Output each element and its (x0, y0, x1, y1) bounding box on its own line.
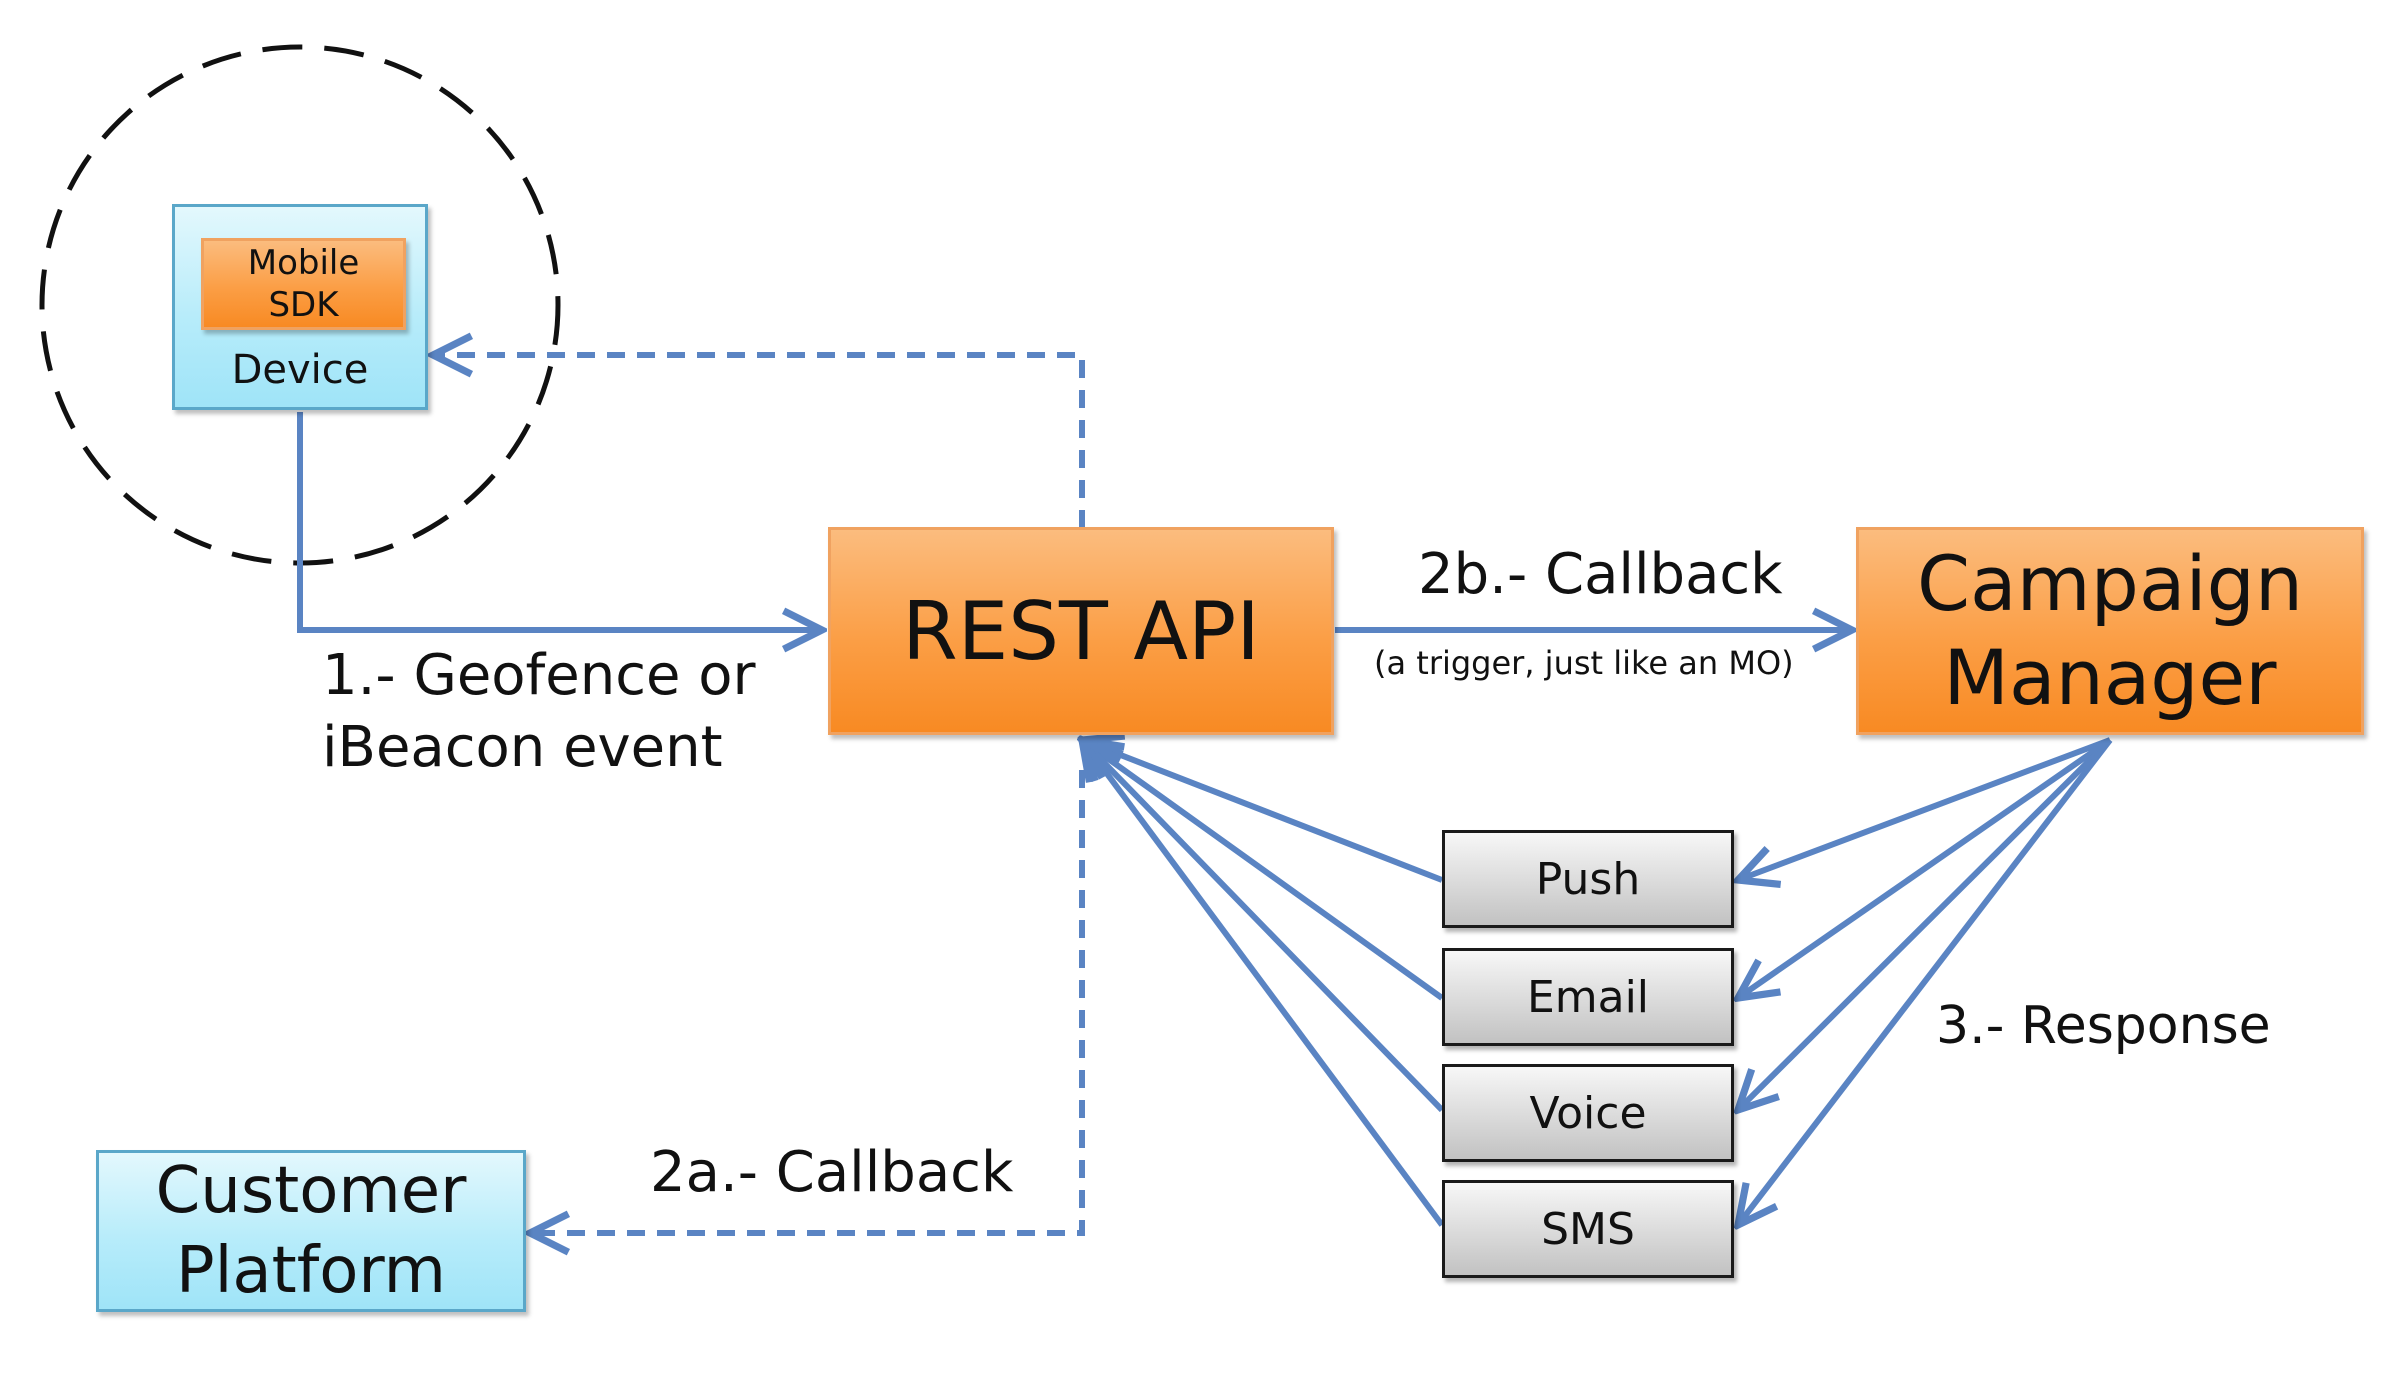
edge-campaign-to-voice (1738, 737, 2113, 1110)
edge-sms-to-rest-api (1082, 740, 1445, 1227)
campaign-manager-node: Campaign Manager (1856, 527, 2364, 735)
channel-push-node: Push (1442, 830, 1734, 928)
edge-campaign-to-push (1738, 737, 2112, 880)
edge-campaign-to-sms (1738, 738, 2113, 1225)
channel-sms-label: SMS (1541, 1203, 1635, 1255)
rest-api-label: REST API (902, 584, 1260, 678)
step1-label: 1.- Geofence or iBeacon event (322, 643, 756, 780)
device-label: Device (231, 347, 369, 393)
step2b-label: 2b.- Callback (1418, 542, 1783, 607)
step3-label: 3.- Response (1936, 996, 2271, 1056)
edge-rest-api-to-customer-platform (530, 770, 1085, 1233)
edge-voice-to-rest-api (1082, 740, 1445, 1113)
channel-voice-label: Voice (1529, 1087, 1647, 1139)
step2a-label: 2a.- Callback (650, 1140, 1014, 1205)
edge-rest-api-to-device (433, 355, 1085, 528)
edge-email-to-rest-api (1082, 740, 1444, 1001)
edge-campaign-to-email (1738, 737, 2112, 998)
rest-api-node: REST API (828, 527, 1334, 735)
customer-platform-node: Customer Platform (96, 1150, 526, 1312)
channel-email-node: Email (1442, 948, 1734, 1046)
edge-device-to-rest-api (297, 412, 822, 630)
channel-voice-node: Voice (1442, 1064, 1734, 1162)
channel-sms-node: SMS (1442, 1180, 1734, 1278)
channel-push-label: Push (1535, 853, 1641, 905)
step2b-note-label: (a trigger, just like an MO) (1374, 644, 1794, 682)
channel-email-label: Email (1526, 971, 1650, 1023)
campaign-manager-label: Campaign Manager (1916, 539, 2303, 722)
mobile-sdk-label: Mobile SDK (247, 243, 360, 325)
mobile-sdk-node: Mobile SDK (201, 238, 406, 330)
edge-push-to-rest-api (1082, 740, 1444, 883)
customer-platform-label: Customer Platform (155, 1154, 467, 1308)
